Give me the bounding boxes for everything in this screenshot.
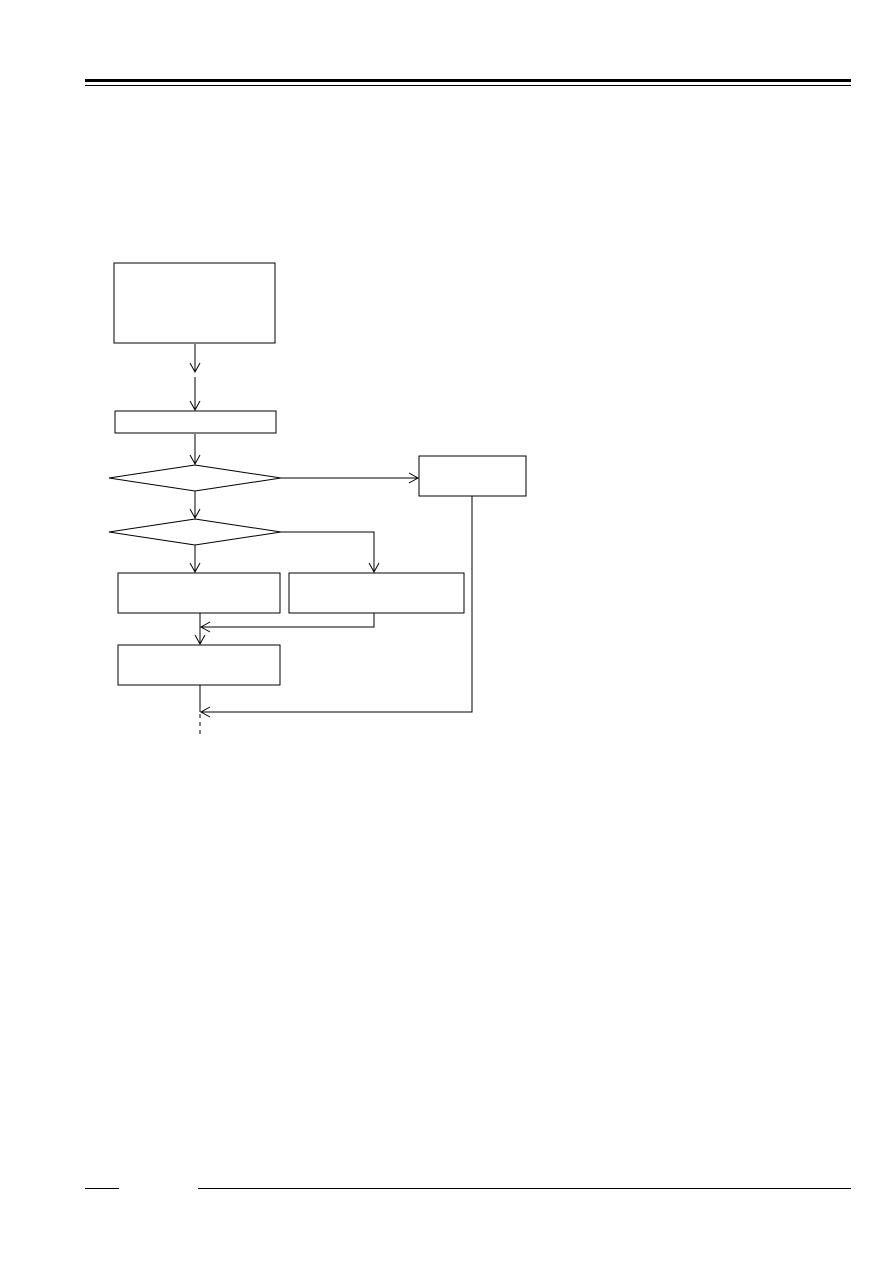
flowchart-edge-decision-2-to-right — [281, 531, 380, 574]
flowchart-process-box-right — [288, 572, 465, 614]
flowchart-process-box-left — [117, 572, 281, 614]
flowchart-process-box-1 — [114, 410, 277, 434]
flowchart-decision-2 — [108, 518, 282, 546]
header-rule-thin — [85, 85, 851, 86]
flowchart-decision-1 — [108, 464, 282, 492]
flowchart-start-box — [113, 262, 276, 344]
footer-rule-left — [85, 1188, 119, 1189]
flowchart-edge-side-box-to-continuation — [199, 496, 473, 718]
footer-rule-right — [198, 1188, 851, 1189]
header-rule-thick — [85, 79, 851, 82]
flowchart-edge-right-to-merge — [199, 613, 375, 633]
flowchart-process-box-final — [117, 644, 281, 686]
flowchart-side-box — [418, 455, 527, 497]
